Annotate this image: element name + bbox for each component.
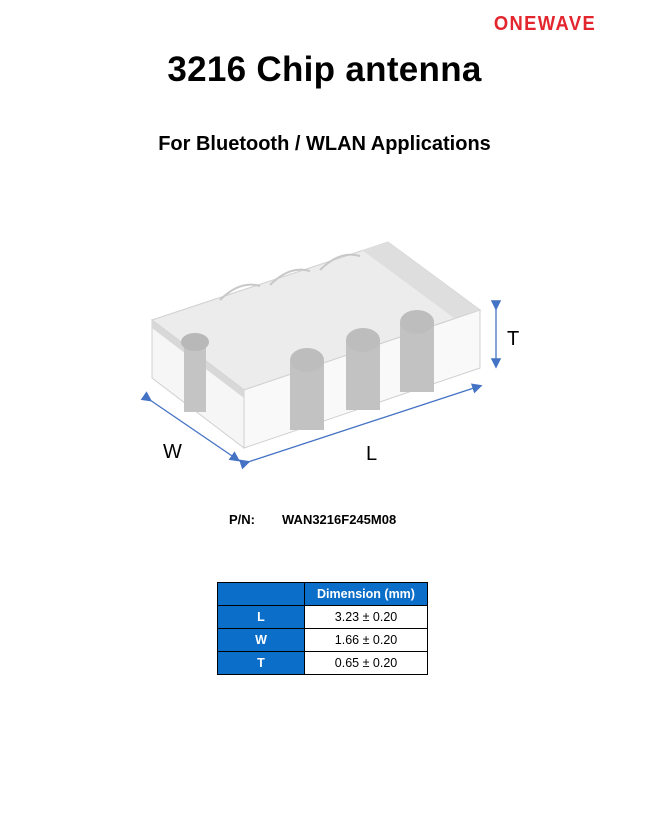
top-notches [219,253,361,301]
page-title: 3216 Chip antenna [167,50,482,89]
table-header-dimension: Dimension (mm) [304,582,428,606]
row-value: 3.23 ± 0.20 [304,605,428,629]
part-number-value: WAN3216F245M08 [282,512,397,527]
end-electrode-right [362,242,480,318]
l-label: L [366,443,378,465]
row-key: L [217,605,305,629]
t-label: T [507,328,520,350]
l-dimension-arrow [238,383,483,470]
row-key: T [217,651,305,675]
w-dimension-arrow [140,391,241,462]
table-header-row: Dimension (mm) [217,582,428,606]
table-row: W 1.66 ± 0.20 [217,628,428,652]
dimension-table: Dimension (mm) L 3.23 ± 0.20 W 1.66 ± 0.… [217,582,428,675]
table-row: L 3.23 ± 0.20 [217,605,428,629]
table-header-blank [217,582,305,606]
page-subtitle: For Bluetooth / WLAN Applications [158,133,491,155]
part-number-label: P/N: [229,512,255,527]
logo-text: ONEWAVE [494,13,596,34]
row-value: 0.65 ± 0.20 [304,651,428,675]
table-row: T 0.65 ± 0.20 [217,651,428,675]
onewave-logo: ONEWAVE [494,13,596,34]
end-cylinder [184,342,206,412]
row-value: 1.66 ± 0.20 [304,628,428,652]
chip-antenna-illustration [140,241,502,470]
w-label: W [163,441,182,463]
row-key: W [217,628,305,652]
